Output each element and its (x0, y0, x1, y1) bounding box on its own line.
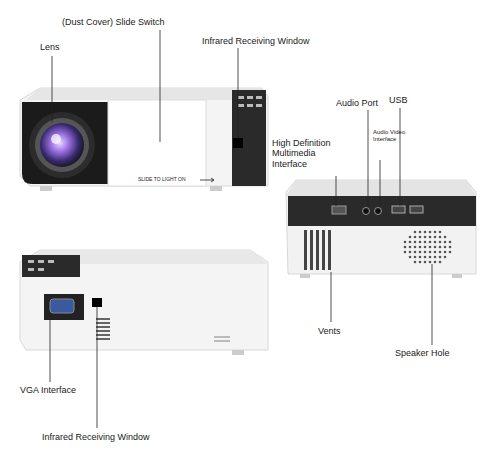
part-label: USB (389, 95, 419, 105)
part-label: Infrared Receiving Window (42, 432, 182, 442)
projector-back (286, 180, 476, 278)
part-label: Infrared Receiving Window (202, 36, 332, 46)
part-label: Lens (40, 42, 80, 52)
part-label: (Dust Cover) Slide Switch (62, 17, 192, 27)
part-label: High Definition Multimedia Interface (272, 138, 352, 169)
projector-side (20, 250, 268, 355)
part-label: Vents (318, 326, 358, 336)
part-label: Audio Video Interface (373, 129, 411, 143)
part-label: Audio Port (336, 98, 396, 108)
part-label: Speaker Hole (395, 348, 475, 358)
leader-lines (50, 30, 432, 428)
projector-front (20, 88, 268, 191)
part-label: VGA Interface (20, 385, 110, 395)
part-label: SLIDE TO LIGHT ON (138, 177, 200, 183)
